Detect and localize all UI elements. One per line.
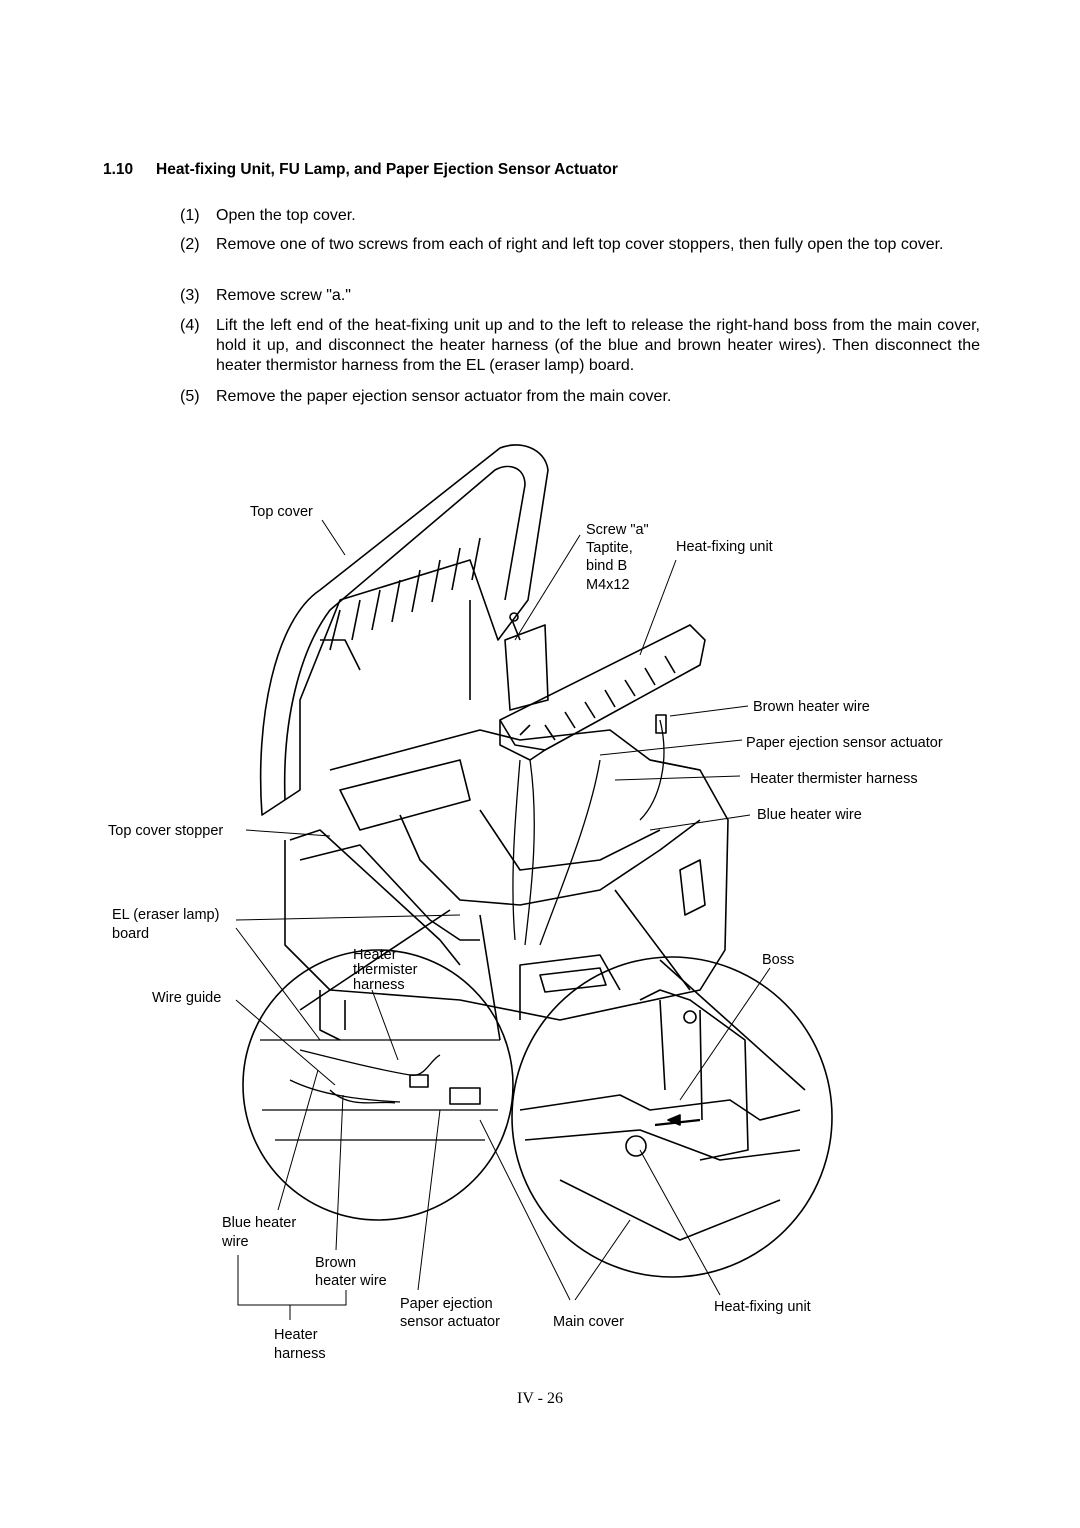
step-4: (4) Lift the left end of the heat-fixing… xyxy=(180,316,980,376)
printer-illustration xyxy=(242,444,833,1278)
label-m4x12: M4x12 xyxy=(586,577,630,593)
step-1: (1) Open the top cover. xyxy=(180,206,980,226)
step-number: (1) xyxy=(180,207,200,224)
section-number: 1.10 xyxy=(103,161,134,178)
label-brown-line1: Brown xyxy=(315,1255,356,1271)
label-paper-ejection-line1: Paper ejection xyxy=(400,1296,493,1312)
label-heater-thermister-line3: harness xyxy=(353,977,405,993)
step-text: Lift the left end of the heat-fixing uni… xyxy=(216,317,980,374)
label-main-cover: Main cover xyxy=(553,1314,624,1330)
label-heater-harness-line2: harness xyxy=(274,1346,326,1362)
label-heat-fixing-unit-bottom: Heat-fixing unit xyxy=(714,1299,811,1315)
label-bind-b: bind B xyxy=(586,558,627,574)
leader-lines xyxy=(235,519,771,1320)
label-el-board-line1: EL (eraser lamp) xyxy=(112,907,219,923)
label-brown-line2: heater wire xyxy=(315,1273,387,1289)
section-title: Heat-fixing Unit, FU Lamp, and Paper Eje… xyxy=(156,161,618,178)
section-heading: 1.10 Heat-fixing Unit, FU Lamp, and Paper… xyxy=(103,161,618,179)
callout-labels: Top cover Screw "a" Taptite, bind B M4x1… xyxy=(108,504,943,1362)
label-top-cover: Top cover xyxy=(250,504,313,520)
step-text: Remove screw "a." xyxy=(216,287,351,304)
step-text: Open the top cover. xyxy=(216,207,356,224)
step-2: (2) Remove one of two screws from each o… xyxy=(180,235,980,255)
label-blue-heater-line2: wire xyxy=(221,1234,249,1250)
step-number: (5) xyxy=(180,388,200,405)
step-5: (5) Remove the paper ejection sensor act… xyxy=(180,387,980,407)
label-screw-a: Screw "a" xyxy=(586,522,649,538)
label-heater-thermister-harness: Heater thermister harness xyxy=(750,771,918,787)
label-heater-thermister-line1: Heater xyxy=(353,947,397,963)
step-number: (4) xyxy=(180,317,200,334)
label-top-cover-stopper: Top cover stopper xyxy=(108,823,223,839)
step-number: (2) xyxy=(180,236,200,253)
label-paper-ejection-line2: sensor actuator xyxy=(400,1314,500,1330)
step-number: (3) xyxy=(180,287,200,304)
label-heater-harness-line1: Heater xyxy=(274,1327,318,1343)
label-el-board-line2: board xyxy=(112,926,149,942)
page-number: IV - 26 xyxy=(517,1390,563,1407)
label-blue-heater-wire: Blue heater wire xyxy=(757,807,862,823)
label-brown-heater-wire: Brown heater wire xyxy=(753,699,870,715)
step-text: Remove the paper ejection sensor actuato… xyxy=(216,388,672,405)
label-heat-fixing-unit-top: Heat-fixing unit xyxy=(676,539,773,555)
label-wire-guide: Wire guide xyxy=(152,990,221,1006)
step-text: Remove one of two screws from each of ri… xyxy=(216,236,944,253)
label-taptite: Taptite, xyxy=(586,540,633,556)
step-3: (3) Remove screw "a." xyxy=(180,286,980,306)
label-heater-thermister-line2: thermister xyxy=(353,962,418,978)
label-blue-heater-line1: Blue heater xyxy=(222,1215,296,1231)
label-boss: Boss xyxy=(762,952,794,968)
label-paper-ejection-sensor-actuator: Paper ejection sensor actuator xyxy=(746,735,943,751)
